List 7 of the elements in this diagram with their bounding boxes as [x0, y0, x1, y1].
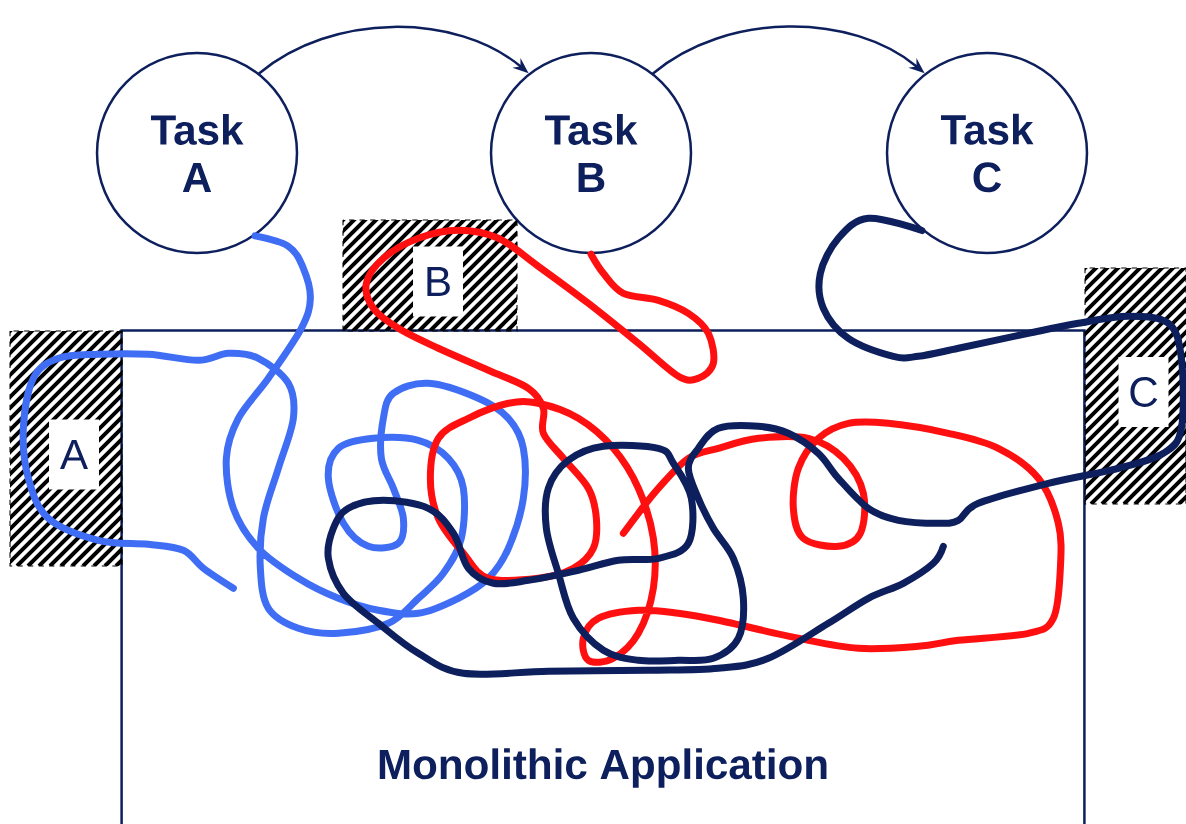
- scribble-line: [362, 226, 1065, 666]
- hatched-box: B: [342, 219, 518, 332]
- hatched-box: A: [9, 330, 123, 567]
- scribble-line: [324, 214, 1186, 678]
- application-box: Monolithic Application: [120, 329, 1086, 824]
- scribble-line: [19, 232, 529, 637]
- hatched-box: C: [1084, 267, 1186, 505]
